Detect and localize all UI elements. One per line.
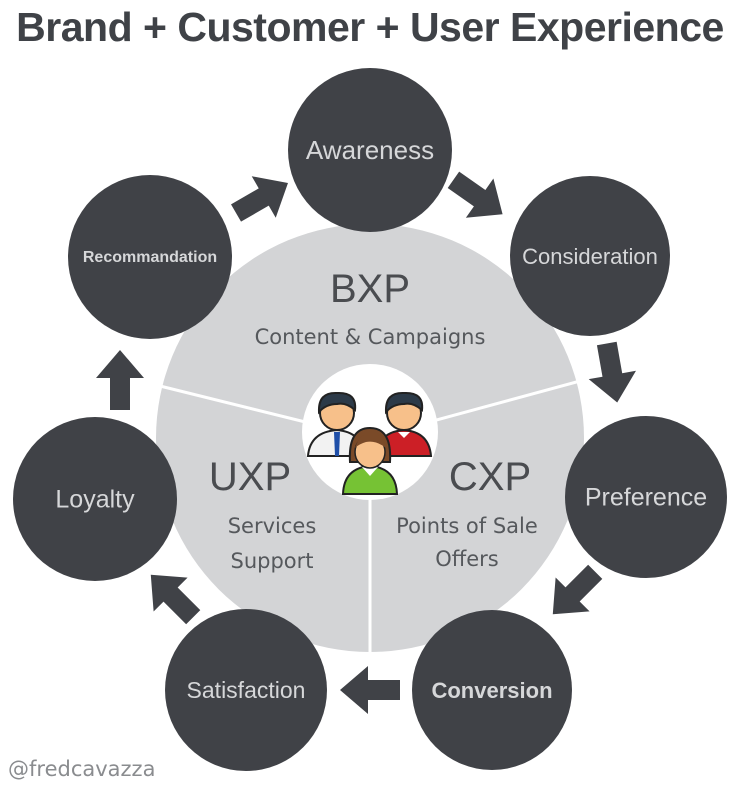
node-circle: [13, 417, 177, 581]
segment-title: UXP: [209, 455, 291, 499]
person-icon: [341, 426, 399, 495]
segment-subtitle: Points of Sale: [396, 514, 538, 538]
segment-title: CXP: [449, 455, 531, 499]
user-group-icon: [302, 364, 438, 500]
segment-cxp: CXP Points of Sale Offers: [396, 455, 538, 571]
cycle-node-consideration: Consideration: [510, 176, 670, 336]
segment-subtitle: Support: [230, 549, 313, 573]
cycle-node-awareness: Awareness: [288, 68, 452, 232]
node-label: Recommandation: [83, 249, 217, 266]
cycle-node-recommandation: Recommandation: [68, 175, 232, 339]
arrow-icon-to-loyalty: [150, 574, 201, 625]
node-label: Loyalty: [55, 486, 135, 514]
segment-title: BXP: [330, 267, 410, 311]
arrow-icon-to-conversion: [552, 564, 603, 615]
segment-bxp: BXP Content & Campaigns: [255, 267, 486, 349]
segment-subtitle: Offers: [435, 547, 499, 571]
cycle-node-conversion: Conversion: [412, 610, 572, 770]
node-circle: [565, 416, 727, 578]
node-circle: [510, 176, 670, 336]
node-label: Consideration: [522, 244, 658, 269]
node-label: Awareness: [306, 135, 434, 165]
segment-uxp: UXP Services Support: [209, 455, 316, 573]
cycle-node-satisfaction: Satisfaction: [165, 609, 327, 771]
node-label: Preference: [585, 484, 707, 512]
author-credit: @fredcavazza: [8, 757, 156, 781]
node-label: Conversion: [431, 678, 552, 703]
arrow-icon-to-satisfaction: [340, 666, 400, 714]
arrow-icon-to-awareness: [231, 176, 288, 222]
arrow-icon-to-recommandation: [96, 350, 144, 410]
arrow-icon-to-preference: [588, 341, 636, 403]
diagram-title: Brand + Customer + User Experience: [16, 4, 724, 50]
segment-subtitle: Content & Campaigns: [255, 325, 486, 349]
cycle-node-preference: Preference: [565, 416, 727, 578]
arrow-icon-to-consideration: [447, 171, 503, 218]
node-circle: [288, 68, 452, 232]
cycle-arrows: [96, 171, 636, 714]
cycle-node-loyalty: Loyalty: [13, 417, 177, 581]
node-circle: [412, 610, 572, 770]
node-label: Satisfaction: [187, 677, 306, 703]
segment-subtitle: Services: [228, 514, 317, 538]
person-icon: [374, 391, 433, 457]
node-circle: [68, 175, 232, 339]
node-circle: [165, 609, 327, 771]
